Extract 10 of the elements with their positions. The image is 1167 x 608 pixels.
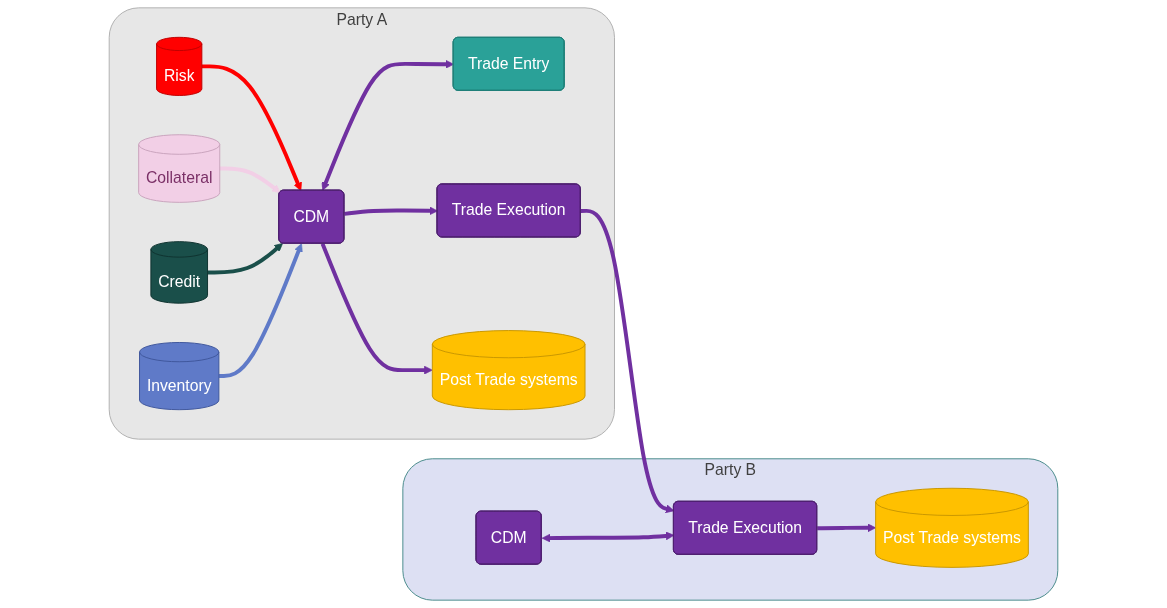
arrow (320, 242, 433, 375)
arrow (344, 206, 438, 216)
arrow (219, 166, 281, 193)
arrow (580, 208, 675, 514)
arrow (218, 243, 303, 379)
arrow (321, 59, 455, 191)
arrow (817, 523, 877, 533)
arrow (541, 531, 675, 543)
arrow (201, 64, 302, 191)
arrow (207, 243, 283, 275)
